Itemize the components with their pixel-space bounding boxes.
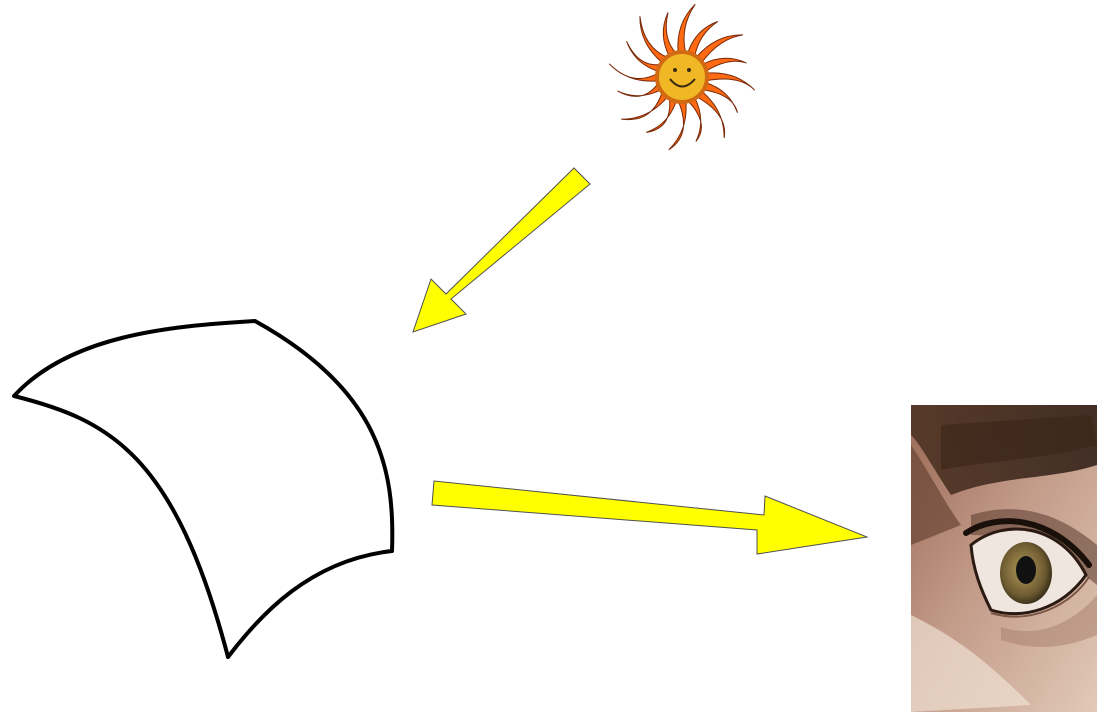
sun-ray	[617, 83, 661, 97]
sun-ray	[688, 97, 702, 141]
smiling-sun-icon	[609, 4, 755, 150]
reflected-light-arrow	[432, 481, 867, 554]
sun-ray	[663, 12, 676, 56]
incoming-light-arrow	[413, 168, 590, 332]
sun-ray	[702, 58, 746, 71]
eye-icon	[911, 405, 1097, 712]
curved-surface-patch	[14, 321, 392, 657]
human-eye-photo	[911, 405, 1097, 712]
